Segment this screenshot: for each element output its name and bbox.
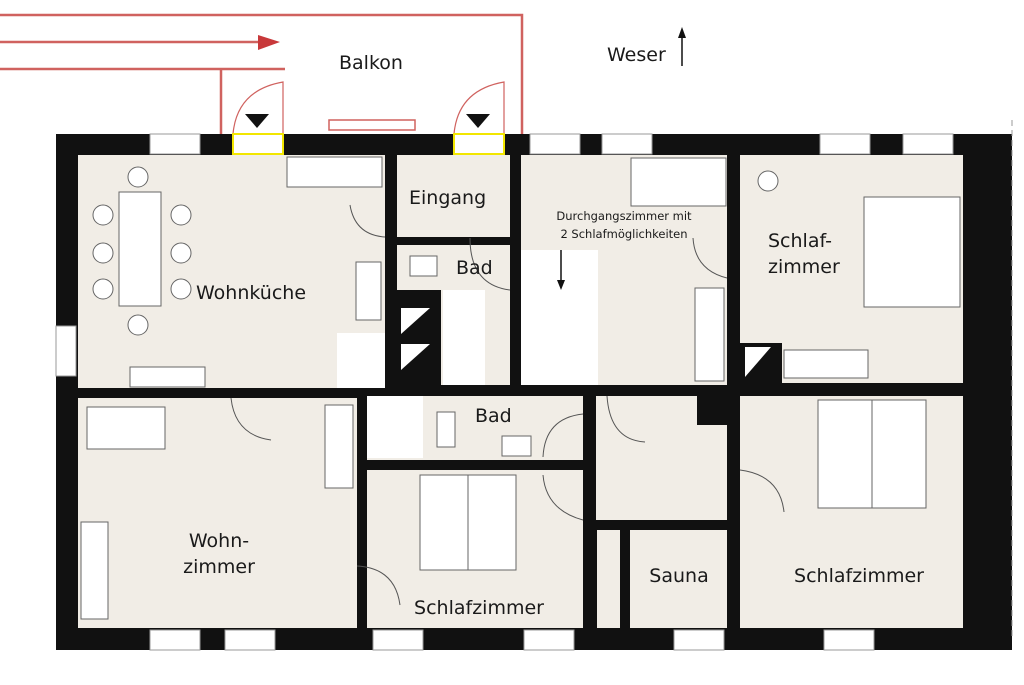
furniture xyxy=(80,156,961,620)
room-label-schlaf-mid: Schlafzimmer xyxy=(414,597,544,619)
windows xyxy=(55,133,954,651)
room-label-sauna: Sauna xyxy=(649,565,708,587)
room-label-schlaf-right: Schlafzimmer xyxy=(794,565,924,587)
room-label-bad-mid: Bad xyxy=(475,405,512,427)
arrow-icon xyxy=(258,35,280,50)
doors xyxy=(230,204,785,606)
room-label-schlaf-top-2: zimmer xyxy=(768,256,840,278)
north-label: Weser xyxy=(607,44,666,66)
balcony-outline xyxy=(0,13,524,135)
room-label-balkon: Balkon xyxy=(339,52,403,74)
room-label-bad-top: Bad xyxy=(456,257,493,279)
room-sauna xyxy=(630,530,727,628)
room-label-wohnzimmer-2: zimmer xyxy=(183,556,255,578)
room-eingang xyxy=(397,155,510,237)
room-label-wohnkueche: Wohnküche xyxy=(196,282,306,304)
room-label-durchgang-1: Durchgangszimmer mit xyxy=(556,209,692,223)
north-arrow-icon xyxy=(678,27,686,66)
room-label-durchgang-2: 2 Schlafmöglichkeiten xyxy=(560,227,687,241)
room-label-eingang: Eingang xyxy=(409,187,486,209)
room-label-schlaf-top-1: Schlaf- xyxy=(768,230,832,252)
room-label-wohnzimmer-1: Wohn- xyxy=(189,530,249,552)
